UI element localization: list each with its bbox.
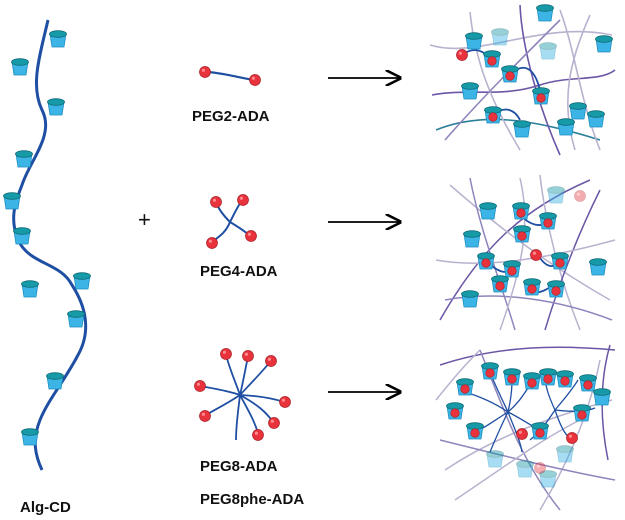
peg2-ada-label: PEG2-ADA xyxy=(192,108,270,125)
peg4-ada-molecule xyxy=(206,194,257,249)
alg-cd-polymer xyxy=(3,19,91,471)
peg8phe-ada-label: PEG8phe-ADA xyxy=(200,491,304,508)
peg8-ada-label: PEG8-ADA xyxy=(200,458,278,475)
peg8-ada-molecule xyxy=(199,353,285,441)
plus-sign: + xyxy=(138,207,151,232)
network-peg4 xyxy=(435,174,616,331)
network-peg8 xyxy=(435,344,616,511)
peg4-ada-label: PEG4-ADA xyxy=(200,263,278,280)
peg2-ada-molecule xyxy=(199,66,261,86)
alg-cd-label: Alg-CD xyxy=(20,499,71,516)
network-peg2 xyxy=(429,4,616,156)
